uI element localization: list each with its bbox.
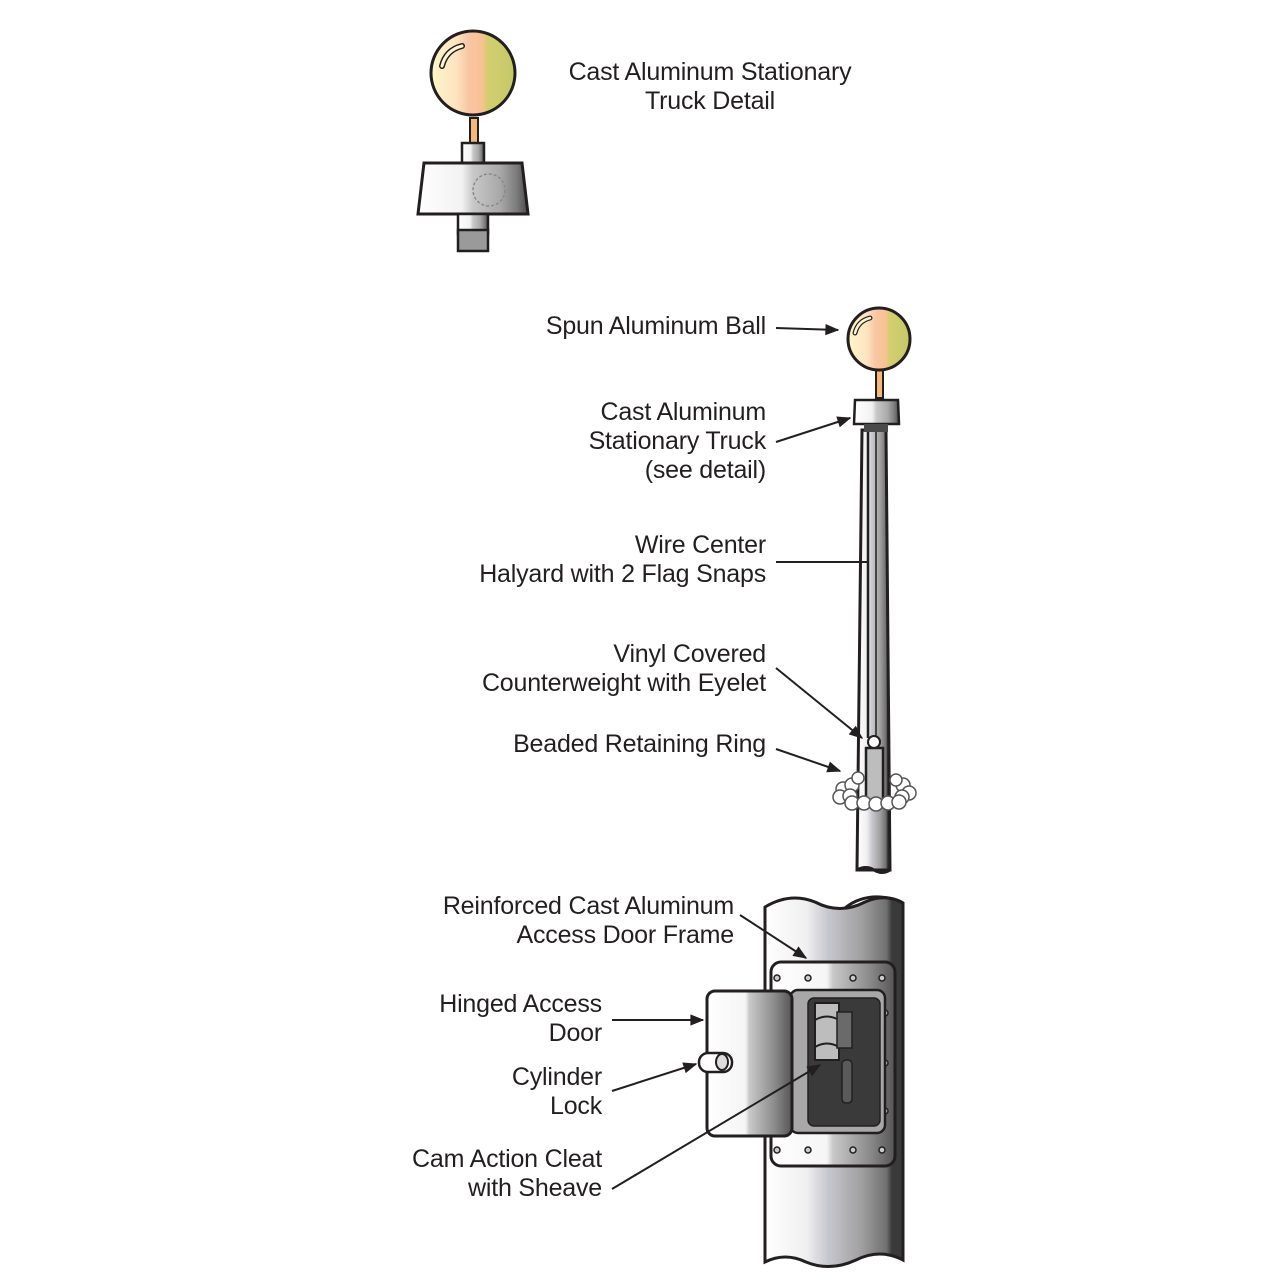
- label-halyard-line2: Halyard with 2 Flag Snaps: [479, 560, 766, 588]
- spun-aluminum-ball: [846, 306, 912, 372]
- leader-lines: [611, 323, 868, 1190]
- truck-leader: [775, 416, 852, 443]
- label-truck-line1: Cast Aluminum: [600, 398, 766, 426]
- beaded-retaining-ring: [832, 771, 917, 812]
- label-door-line2: Door: [548, 1019, 603, 1047]
- truck-detail-illustration: [416, 29, 530, 253]
- label-door-line1: Hinged Access: [439, 990, 602, 1018]
- detail-ball: [429, 29, 517, 117]
- label-halyard-line1: Wire Center: [634, 531, 766, 559]
- label-door: Hinged Access Door: [360, 990, 602, 1048]
- ring-leader: [775, 748, 842, 773]
- upper-pole-illustration: [832, 306, 917, 874]
- detail-title-line2: Truck Detail: [644, 87, 776, 115]
- label-counterweight-line1: Vinyl Covered: [613, 640, 766, 668]
- lock-leader: [611, 1062, 698, 1092]
- label-frame-line2: Access Door Frame: [516, 921, 735, 949]
- label-truck-line3: (see detail): [644, 456, 766, 484]
- frame-leader: [739, 914, 808, 959]
- label-lock-line2: Lock: [549, 1092, 602, 1120]
- label-ring: Beaded Retaining Ring: [513, 730, 766, 758]
- label-halyard: Wire Center Halyard with 2 Flag Snaps: [400, 531, 766, 589]
- label-frame: Reinforced Cast Aluminum Access Door Fra…: [360, 892, 734, 950]
- label-frame-line1: Reinforced Cast Aluminum: [442, 892, 734, 920]
- label-counterweight: Vinyl Covered Counterweight with Eyelet: [400, 640, 766, 698]
- stationary-truck: [852, 398, 901, 426]
- label-cleat-line1: Cam Action Cleat: [412, 1145, 602, 1173]
- detail-title-line1: Cast Aluminum Stationary: [568, 58, 852, 86]
- cam-action-cleat: [814, 1002, 840, 1061]
- label-cleat: Cam Action Cleat with Sheave: [340, 1145, 602, 1203]
- counterweight: [864, 746, 885, 802]
- cleat-leader: [611, 1064, 822, 1190]
- label-cleat-line2: with Sheave: [468, 1174, 602, 1202]
- label-lock-line1: Cylinder: [511, 1063, 602, 1091]
- detail-title: Cast Aluminum Stationary Truck Detail: [540, 58, 880, 116]
- counterweight-leader: [775, 667, 864, 739]
- label-counterweight-line2: Counterweight with Eyelet: [481, 669, 766, 697]
- ball-leader: [775, 323, 840, 336]
- label-truck-line2: Stationary Truck: [588, 427, 767, 455]
- lower-pole-illustration: [697, 895, 905, 1268]
- label-ball: Spun Aluminum Ball: [545, 312, 766, 340]
- ball-stem: [875, 367, 884, 399]
- label-lock: Cylinder Lock: [360, 1063, 602, 1121]
- label-truck: Cast Aluminum Stationary Truck (see deta…: [460, 398, 767, 485]
